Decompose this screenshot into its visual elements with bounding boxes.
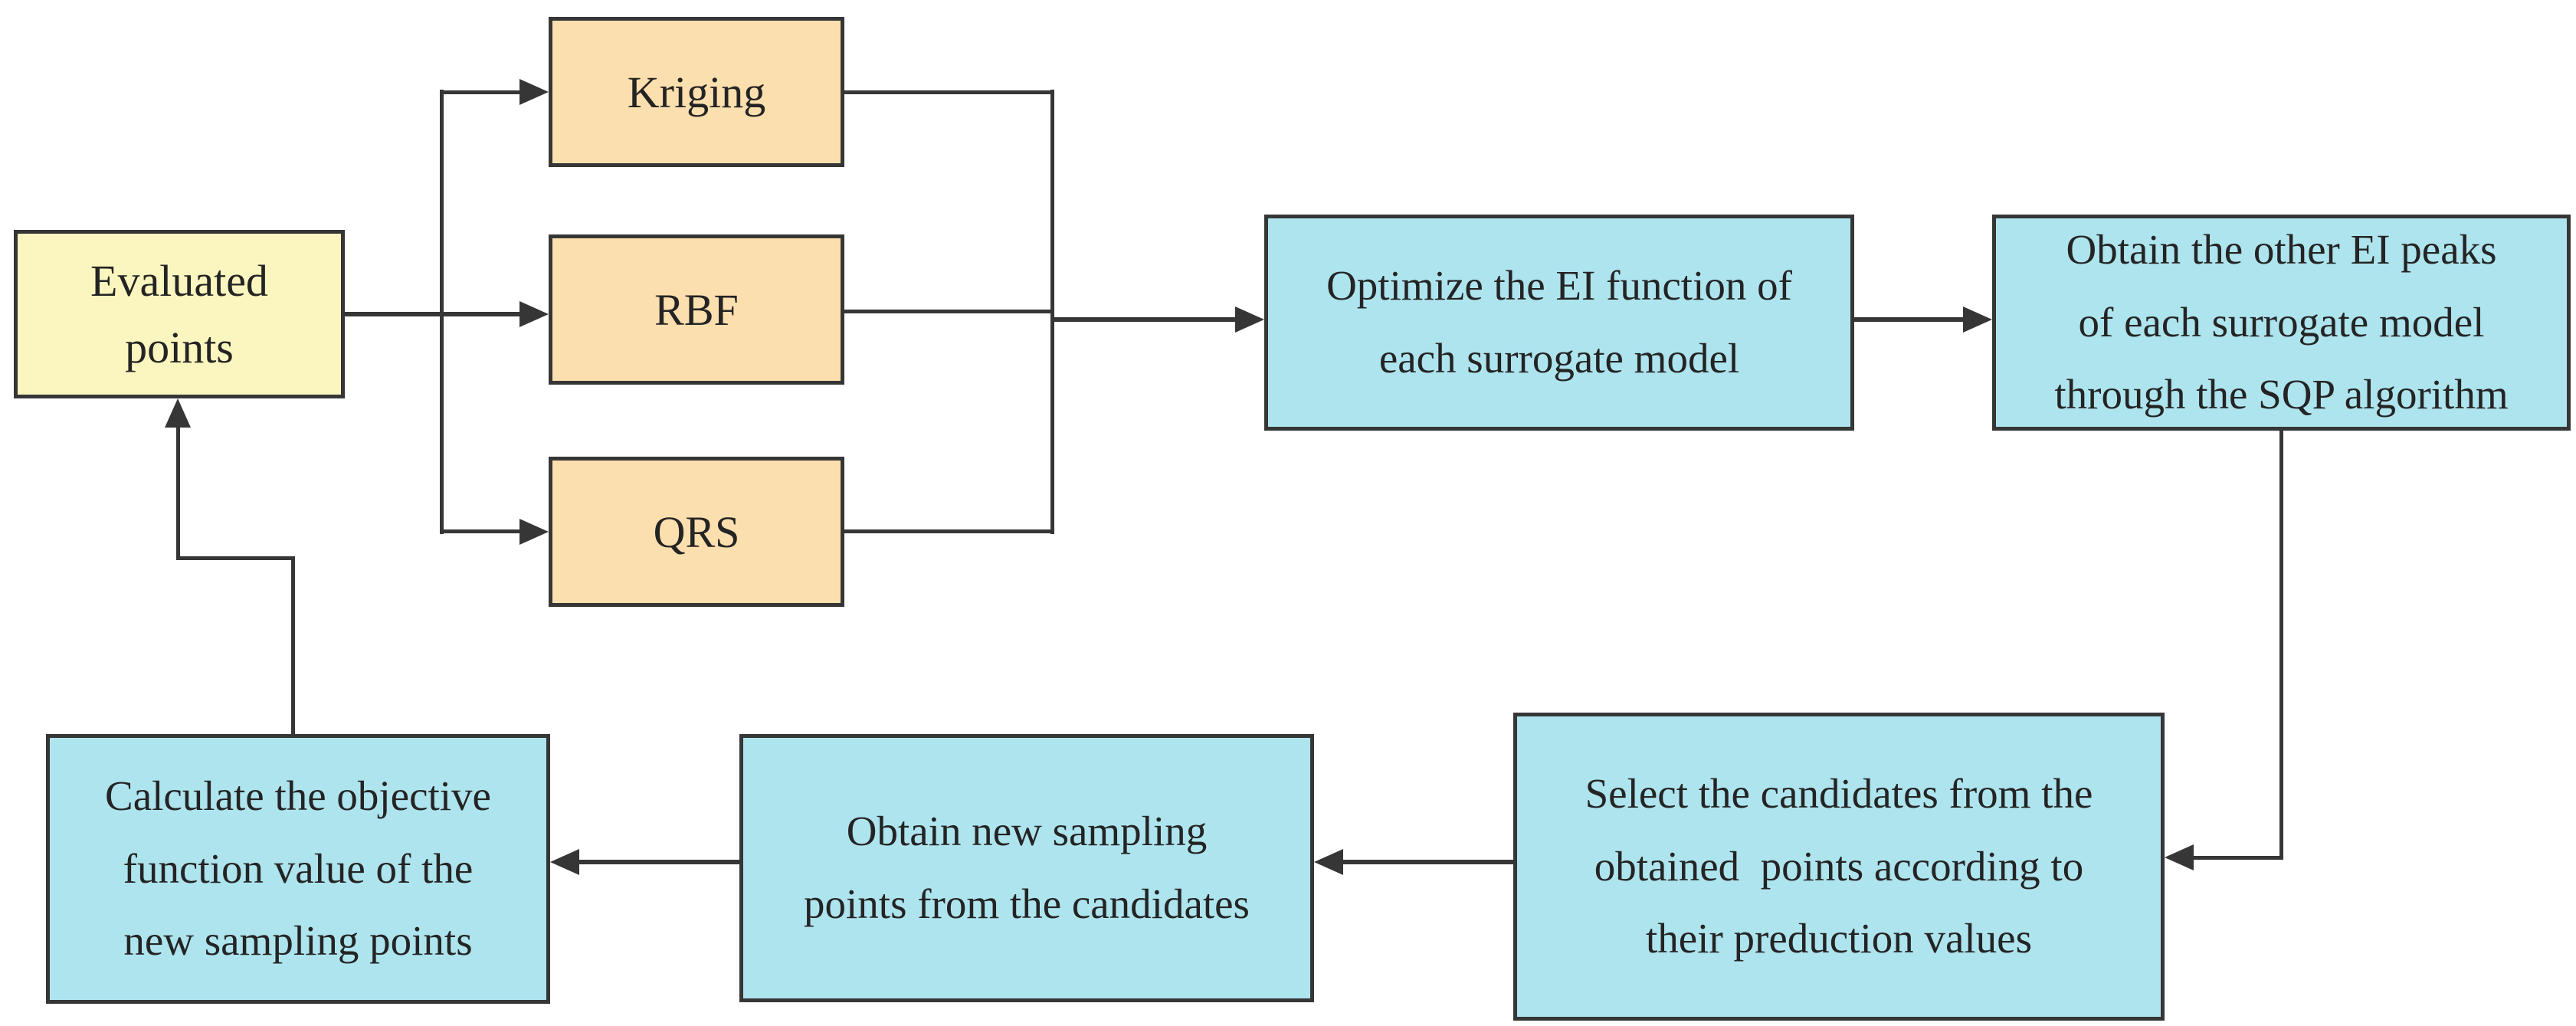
connector-branch-vertical [440,90,444,534]
connector-to-optimize [1053,317,1237,322]
arrowhead-into-optimize [1235,306,1264,333]
connector-to-qrs [441,529,521,533]
node-label: Select the candidates from the obtained … [1585,770,2093,962]
arrowhead-into-peaks [1963,306,1992,333]
node-qrs: QRS [549,457,844,607]
connector-evaluated-out [345,312,521,316]
connector-feedback-jog [176,556,295,560]
node-label: Evaluated points [90,256,268,372]
connector-qrs-out [844,529,1054,533]
node-label: Calculate the objective function value o… [105,772,491,965]
node-kriging: Kriging [549,17,844,167]
arrowhead-into-calculate [550,849,579,875]
arrowhead-into-rbf [519,301,549,327]
arrowhead-into-select [2165,844,2194,870]
connector-peaks-drop [2279,429,2283,860]
connector-rbf-out [844,310,1054,313]
node-label: Optimize the EI function of each surroga… [1326,262,1792,382]
arrowhead-into-evaluated [165,398,191,428]
node-calculate-objective: Calculate the objective function value o… [46,734,550,1004]
node-optimize-ei-function: Optimize the EI function of each surroga… [1264,215,1854,431]
node-obtain-new-sampling-points: Obtain new sampling points from the cand… [739,734,1314,1002]
node-rbf: RBF [549,234,844,385]
node-label: Obtain the other EI peaks of each surrog… [2054,226,2509,418]
node-obtain-ei-peaks: Obtain the other EI peaks of each surrog… [1992,215,2571,431]
arrowhead-into-newpoints [1314,849,1343,875]
node-label: Kriging [627,67,766,117]
connector-kriging-out [844,90,1054,94]
node-label: Obtain new sampling points from the cand… [804,808,1250,927]
arrowhead-into-qrs [519,519,549,545]
connector-calculate-up [291,558,295,734]
connector-to-kriging [441,90,521,94]
connector-to-select [2191,856,2283,860]
node-evaluated-points: Evaluated points [14,230,345,398]
connector-newpoints-to-calculate [578,860,739,864]
connector-merge-vertical [1050,90,1054,534]
arrowhead-into-kriging [519,79,549,105]
connector-to-evaluated [176,424,180,560]
node-select-candidates: Select the candidates from the obtained … [1513,713,2165,1021]
connector-optimize-to-peaks [1854,317,1963,322]
node-label: RBF [654,284,739,335]
node-label: QRS [653,506,740,557]
connector-select-to-newpoints [1342,860,1513,864]
